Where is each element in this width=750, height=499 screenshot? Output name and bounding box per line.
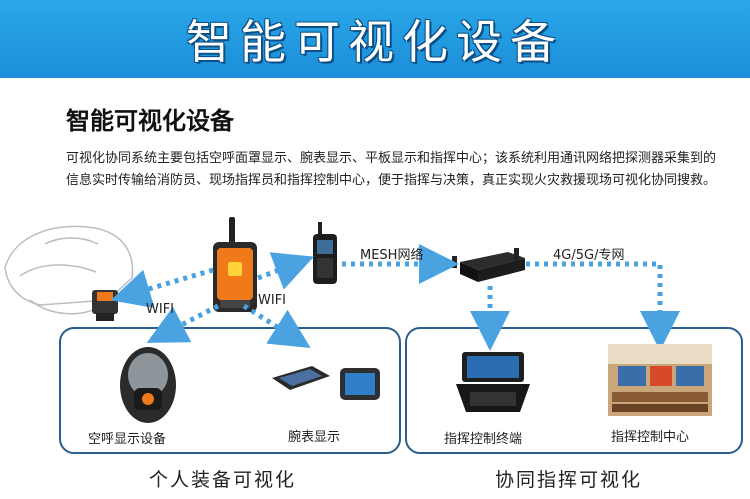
wifi-left-label: WIFI [146,302,174,317]
command-center-image [608,344,712,416]
watch-device-image [272,366,380,400]
cellular-label: 4G/5G/专网 [553,248,625,263]
personal-group-caption: 个人装备可视化 [149,469,297,491]
wifi-left-arrow [110,267,214,309]
section-title: 智能可视化设备 [66,107,234,135]
banner-title: 智能可视化设备 [186,15,564,69]
mask-device-label: 空呼显示设备 [88,432,167,447]
cellular-link-arrow [526,261,680,351]
helmet-image [4,225,134,315]
wifi-right-label: WIFI [258,293,286,308]
mesh-label: MESH网络 [360,248,424,263]
collab-group-caption: 协同指挥可视化 [495,469,643,491]
section-description: 可视化协同系统主要包括空呼面罩显示、腕表显示、平板显示和指挥中心；该系统利用通讯… [66,151,717,188]
command-center-label: 指挥控制中心 [611,430,690,445]
mask-device-image [120,347,176,423]
base-station-image [213,217,257,312]
base-to-radio-arrow [257,252,315,290]
command-terminal-label: 指挥控制终端 [444,432,523,447]
wifi-right-arrow [242,303,311,348]
helmet-sensor-image [92,290,118,321]
header-banner: 智能可视化设备 [0,0,750,78]
base-to-mask-arrow [146,303,220,343]
walkie-talkie-image [313,222,337,284]
mesh-router-image [452,248,525,282]
watch-device-label: 腕表显示 [288,430,341,445]
command-terminal-image [456,352,530,412]
